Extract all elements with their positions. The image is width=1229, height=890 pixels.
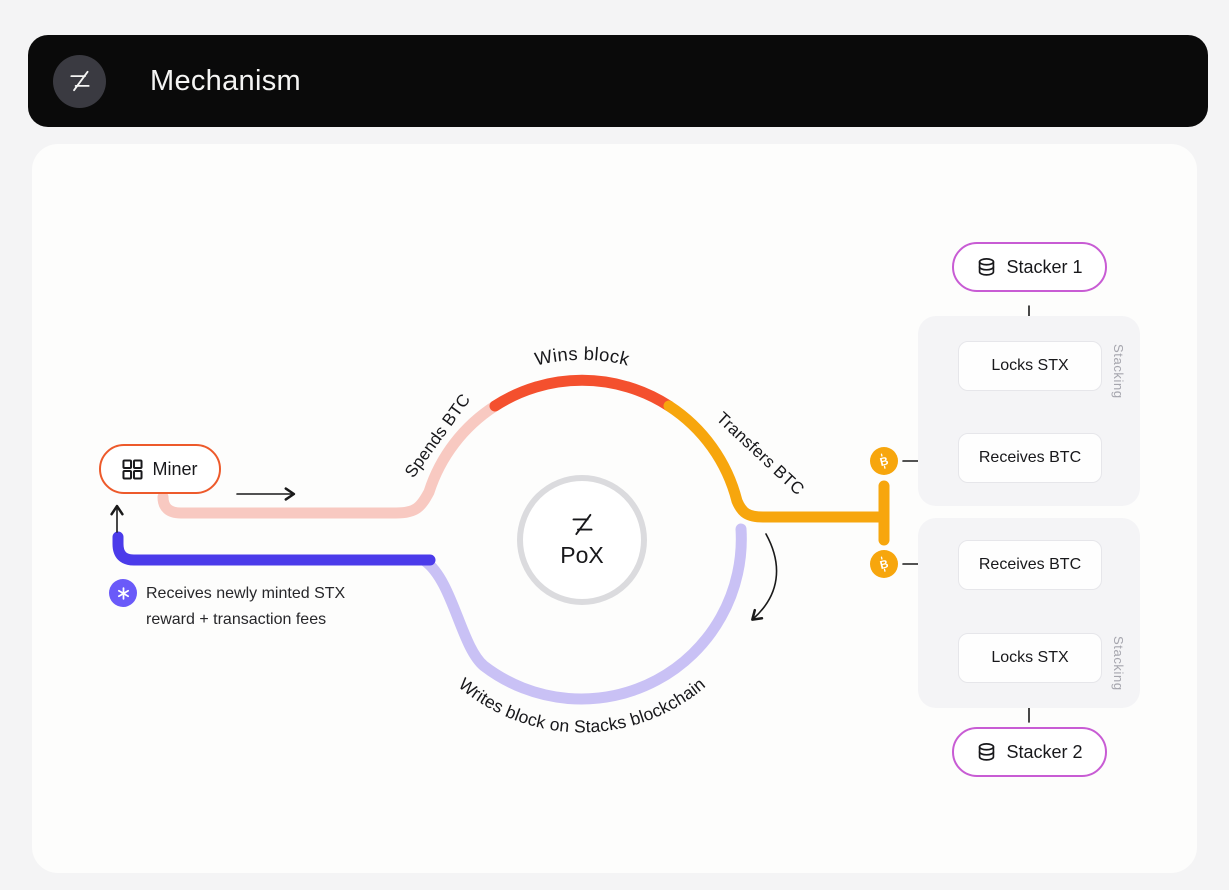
svg-text:B: B — [879, 558, 890, 572]
stacker1-pill: Stacker 1 — [952, 242, 1107, 292]
stacking-panel-1: Locks STX Receives BTC Stacking — [918, 316, 1140, 506]
reward-note-line2: reward + transaction fees — [146, 611, 327, 628]
stx-asterisk-icon — [109, 579, 137, 607]
header-bar: Mechanism — [28, 35, 1208, 127]
database-icon — [979, 742, 995, 761]
stacks-logo-icon — [69, 70, 90, 92]
miner-label: Miner — [152, 458, 198, 479]
stacker2-label: Stacker 2 — [1006, 741, 1083, 762]
svg-text:B: B — [879, 455, 890, 469]
database-icon — [979, 257, 995, 276]
bitcoin-icon: B — [870, 550, 898, 578]
page-title: Mechanism — [150, 64, 301, 97]
step-box-locks-stx: Locks STX — [958, 341, 1102, 391]
stacking-side-label: Stacking — [1111, 636, 1126, 691]
step-box-receives-btc: Receives BTC — [958, 433, 1102, 483]
reward-note-line1: Receives newly minted STX — [146, 585, 346, 602]
stacker2-pill: Stacker 2 — [952, 727, 1107, 777]
pox-label: PoX — [560, 542, 604, 568]
reward-note: Receives newly minted STX reward + trans… — [146, 581, 396, 633]
stacks-logo-icon — [572, 513, 592, 536]
step-box-receives-btc: Receives BTC — [958, 540, 1102, 590]
stacking-side-label: Stacking — [1111, 344, 1126, 399]
pox-circle: PoX — [517, 475, 647, 605]
grid-icon — [122, 458, 144, 480]
stacker1-label: Stacker 1 — [1006, 256, 1083, 277]
stacking-panel-2: Receives BTC Locks STX Stacking — [918, 518, 1140, 708]
miner-pill: Miner — [99, 444, 221, 494]
step-box-locks-stx: Locks STX — [958, 633, 1102, 683]
bitcoin-icon: B — [870, 447, 898, 475]
stacks-logo-badge — [53, 54, 106, 108]
